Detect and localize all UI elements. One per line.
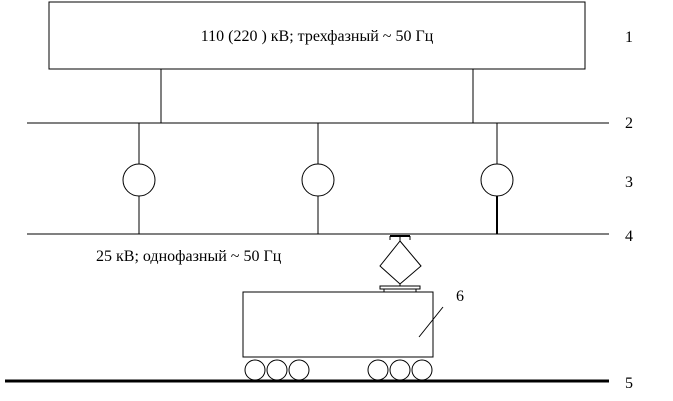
callout-5: 5: [625, 375, 633, 392]
transformer-3: [480, 123, 514, 234]
wheelset-right: [367, 359, 433, 381]
transformer-1: [122, 123, 156, 234]
traction-supply-label: 25 кВ; однофазный ~ 50 Гц: [96, 248, 282, 265]
wheelset-left: [244, 359, 310, 381]
callout-2: 2: [625, 115, 633, 132]
locomotive-body: [242, 291, 434, 358]
power-grid-box: [48, 1, 586, 70]
locomotive-callout-leader: [418, 306, 444, 338]
callout-3: 3: [625, 174, 633, 191]
transformer-2: [301, 123, 335, 234]
callout-1: 1: [625, 29, 633, 46]
callout-6: 6: [456, 288, 464, 305]
callout-4: 4: [625, 228, 633, 245]
pantograph: [379, 235, 422, 292]
power-grid-label: 110 (220 ) кВ; трехфазный ~ 50 Гц: [201, 28, 434, 45]
